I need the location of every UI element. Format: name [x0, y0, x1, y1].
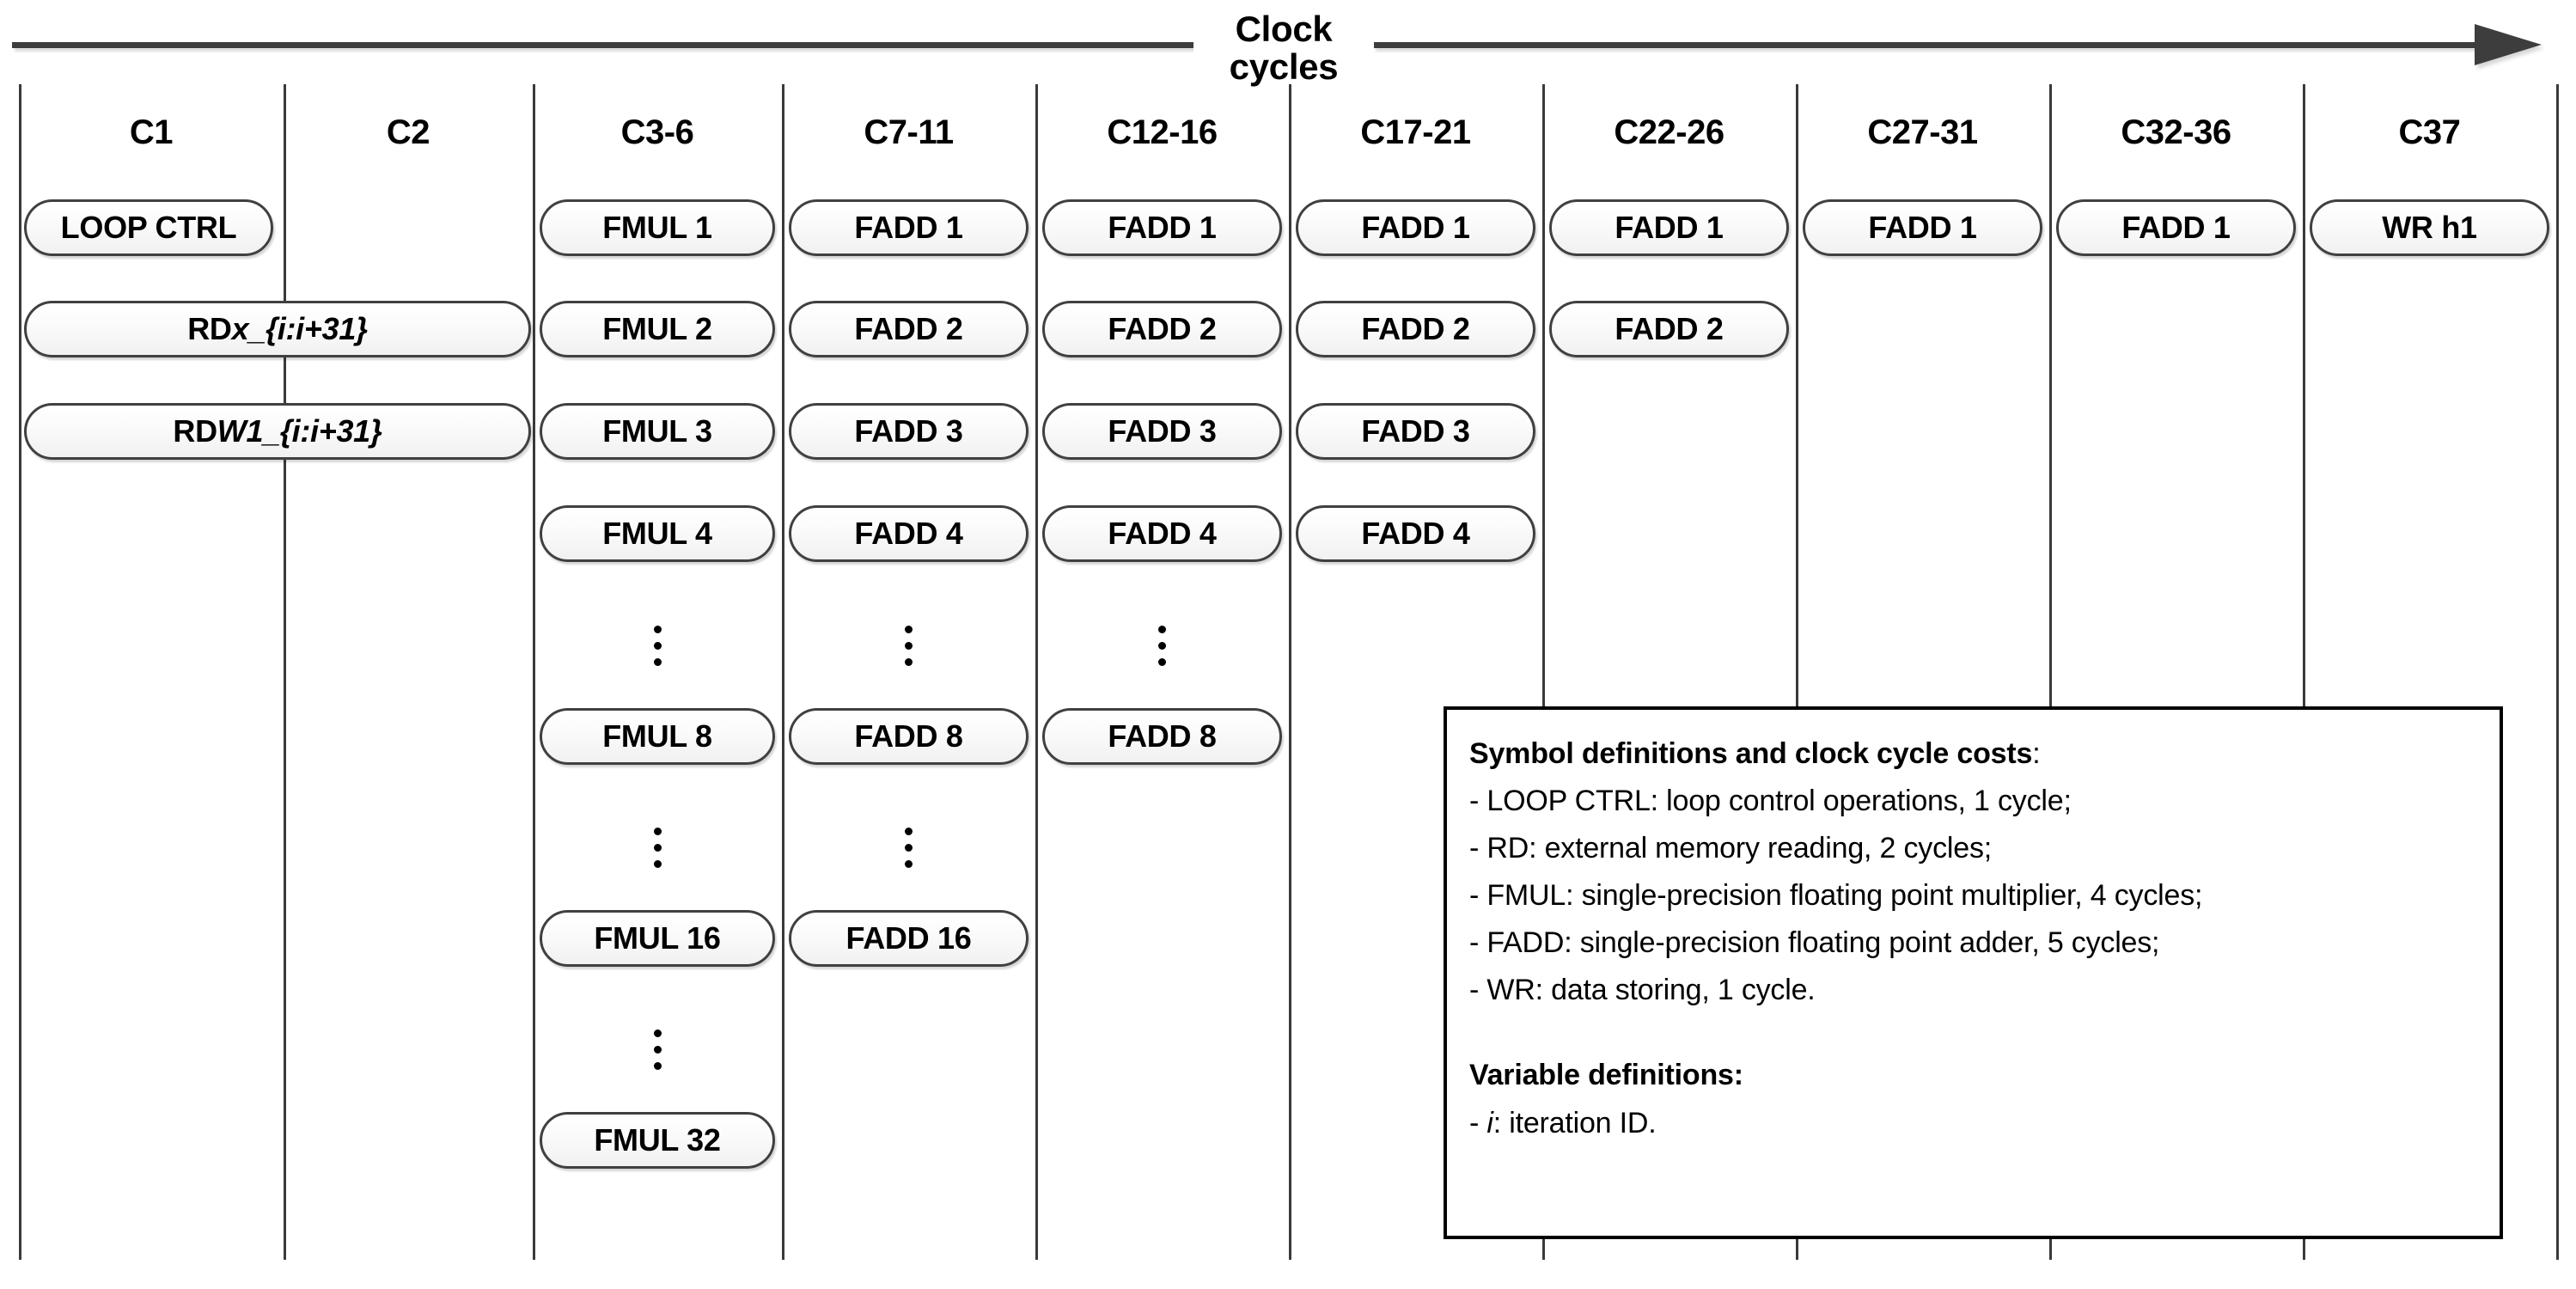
column-divider-5 — [1289, 84, 1291, 1260]
vertical-ellipsis-icon-4-0 — [1145, 626, 1180, 666]
ellipsis-dot — [905, 642, 913, 650]
rd-pill-prefix: RD — [173, 413, 217, 449]
column-header-c37: C37 — [2398, 113, 2461, 151]
ellipsis-dot — [1158, 626, 1166, 633]
column-divider-0 — [19, 84, 21, 1260]
op-pill-fadd-1[interactable]: FADD 1 — [789, 199, 1029, 256]
op-pill-loop-ctrl[interactable]: LOOP CTRL — [24, 199, 273, 256]
legend-line-loopctrl: - LOOP CTRL: loop control operations, 1 … — [1469, 785, 2072, 818]
axis-line-left-segment — [12, 42, 1193, 48]
column-divider-9 — [2303, 84, 2305, 1260]
right-arrow-icon — [2475, 24, 2542, 65]
column-divider-8 — [2049, 84, 2052, 1260]
op-pill-fadd-16[interactable]: FADD 16 — [789, 910, 1029, 967]
column-divider-10 — [2556, 84, 2559, 1260]
op-pill-wr-h1[interactable]: WR h1 — [2310, 199, 2549, 256]
legend-line-iteration-id: - i: iteration ID. — [1469, 1100, 2477, 1147]
column-divider-4 — [1035, 84, 1038, 1260]
legend-line-fadd: - FADD: single-precision floating point … — [1469, 926, 2160, 960]
op-pill-fadd-2[interactable]: FADD 2 — [1296, 301, 1535, 357]
ellipsis-dot — [905, 844, 913, 852]
op-pill-fadd-8[interactable]: FADD 8 — [1042, 708, 1282, 765]
column-header-c2: C2 — [386, 113, 430, 151]
op-pill-fadd-2[interactable]: FADD 2 — [1549, 301, 1789, 357]
op-pill-fadd-4[interactable]: FADD 4 — [1296, 505, 1535, 562]
column-header-c22-26: C22-26 — [1614, 113, 1724, 151]
column-divider-1 — [284, 84, 286, 1260]
column-header-c17-21: C17-21 — [1360, 113, 1471, 151]
axis-title: Clock cycles — [1193, 9, 1374, 87]
op-pill-fadd-1[interactable]: FADD 1 — [1803, 199, 2042, 256]
ellipsis-dot — [905, 828, 913, 835]
vertical-ellipsis-icon-3-0 — [892, 626, 926, 666]
op-pill-fmul-8[interactable]: FMUL 8 — [540, 708, 775, 765]
ellipsis-dot — [653, 642, 662, 650]
column-header-c27-31: C27-31 — [1867, 113, 1978, 151]
op-pill-fadd-8[interactable]: FADD 8 — [789, 708, 1029, 765]
column-divider-7 — [1796, 84, 1798, 1260]
op-pill-fmul-32[interactable]: FMUL 32 — [540, 1112, 775, 1169]
column-header-c32-36: C32-36 — [2121, 113, 2231, 151]
legend-var-symbol: i — [1486, 1106, 1493, 1139]
ellipsis-dot — [1158, 658, 1166, 666]
rd-pill-operand: x_{i:i+31} — [231, 311, 368, 346]
column-header-c12-16: C12-16 — [1107, 113, 1218, 151]
legend-var-prefix: - — [1469, 1106, 1487, 1139]
op-pill-fadd-3[interactable]: FADD 3 — [1296, 403, 1535, 460]
legend-line-wr: - WR: data storing, 1 cycle. — [1469, 974, 1816, 1007]
legend-var-tail: : iteration ID. — [1492, 1106, 1657, 1139]
op-pill-fmul-3[interactable]: FMUL 3 — [540, 403, 775, 460]
legend-heading-variables: Variable definitions: — [1469, 1059, 1743, 1092]
op-pill-fmul-1[interactable]: FMUL 1 — [540, 199, 775, 256]
ellipsis-dot — [653, 626, 662, 633]
ellipsis-dot — [905, 626, 913, 633]
op-pill-fadd-4[interactable]: FADD 4 — [789, 505, 1029, 562]
ellipsis-dot — [653, 860, 662, 868]
op-pill-fadd-1[interactable]: FADD 1 — [1042, 199, 1282, 256]
column-divider-3 — [782, 84, 784, 1260]
op-pill-rd-1[interactable]: RD W1_{i:i+31} — [24, 403, 531, 460]
ellipsis-dot — [1158, 642, 1166, 650]
column-divider-2 — [533, 84, 535, 1260]
op-pill-fmul-16[interactable]: FMUL 16 — [540, 910, 775, 967]
legend-spacer — [1469, 1014, 2477, 1052]
vertical-ellipsis-icon-3-1 — [892, 828, 926, 868]
vertical-ellipsis-icon-2-2 — [640, 1029, 675, 1070]
column-header-c7-11: C7-11 — [864, 113, 954, 151]
op-pill-fadd-1[interactable]: FADD 1 — [1549, 199, 1789, 256]
vertical-ellipsis-icon-2-0 — [640, 626, 675, 666]
op-pill-fadd-2[interactable]: FADD 2 — [1042, 301, 1282, 357]
legend-box: Symbol definitions and clock cycle costs… — [1444, 706, 2503, 1239]
rd-pill-operand: W1_{i:i+31} — [217, 413, 382, 449]
op-pill-fadd-4[interactable]: FADD 4 — [1042, 505, 1282, 562]
op-pill-fadd-2[interactable]: FADD 2 — [789, 301, 1029, 357]
op-pill-fadd-3[interactable]: FADD 3 — [789, 403, 1029, 460]
rd-pill-prefix: RD — [187, 311, 232, 346]
op-pill-fadd-1[interactable]: FADD 1 — [2056, 199, 2296, 256]
ellipsis-dot — [653, 1062, 662, 1070]
ellipsis-dot — [905, 860, 913, 868]
ellipsis-dot — [653, 828, 662, 835]
op-pill-fadd-1[interactable]: FADD 1 — [1296, 199, 1535, 256]
op-pill-rd-0[interactable]: RD x_{i:i+31} — [24, 301, 531, 357]
column-header-c3-6: C3-6 — [620, 113, 694, 151]
op-pill-fadd-3[interactable]: FADD 3 — [1042, 403, 1282, 460]
vertical-ellipsis-icon-2-1 — [640, 828, 675, 868]
legend-heading-symbols-colon: : — [2032, 737, 2041, 770]
clock-cycles-axis: Clock cycles — [0, 0, 2576, 87]
op-pill-fmul-2[interactable]: FMUL 2 — [540, 301, 775, 357]
ellipsis-dot — [653, 1046, 662, 1054]
ellipsis-dot — [653, 844, 662, 852]
ellipsis-dot — [653, 1029, 662, 1037]
column-divider-6 — [1542, 84, 1545, 1260]
legend-heading-symbols: Symbol definitions and clock cycle costs… — [1469, 730, 2477, 778]
ellipsis-dot — [653, 658, 662, 666]
legend-line-fmul: - FMUL: single-precision floating point … — [1469, 879, 2203, 913]
legend-line-rd: - RD: external memory reading, 2 cycles; — [1469, 832, 1992, 865]
axis-line-right-segment — [1373, 42, 2481, 48]
ellipsis-dot — [905, 658, 913, 666]
column-header-c1: C1 — [129, 113, 174, 151]
legend-heading-symbols-text: Symbol definitions and clock cycle costs — [1469, 737, 2033, 770]
op-pill-fmul-4[interactable]: FMUL 4 — [540, 505, 775, 562]
